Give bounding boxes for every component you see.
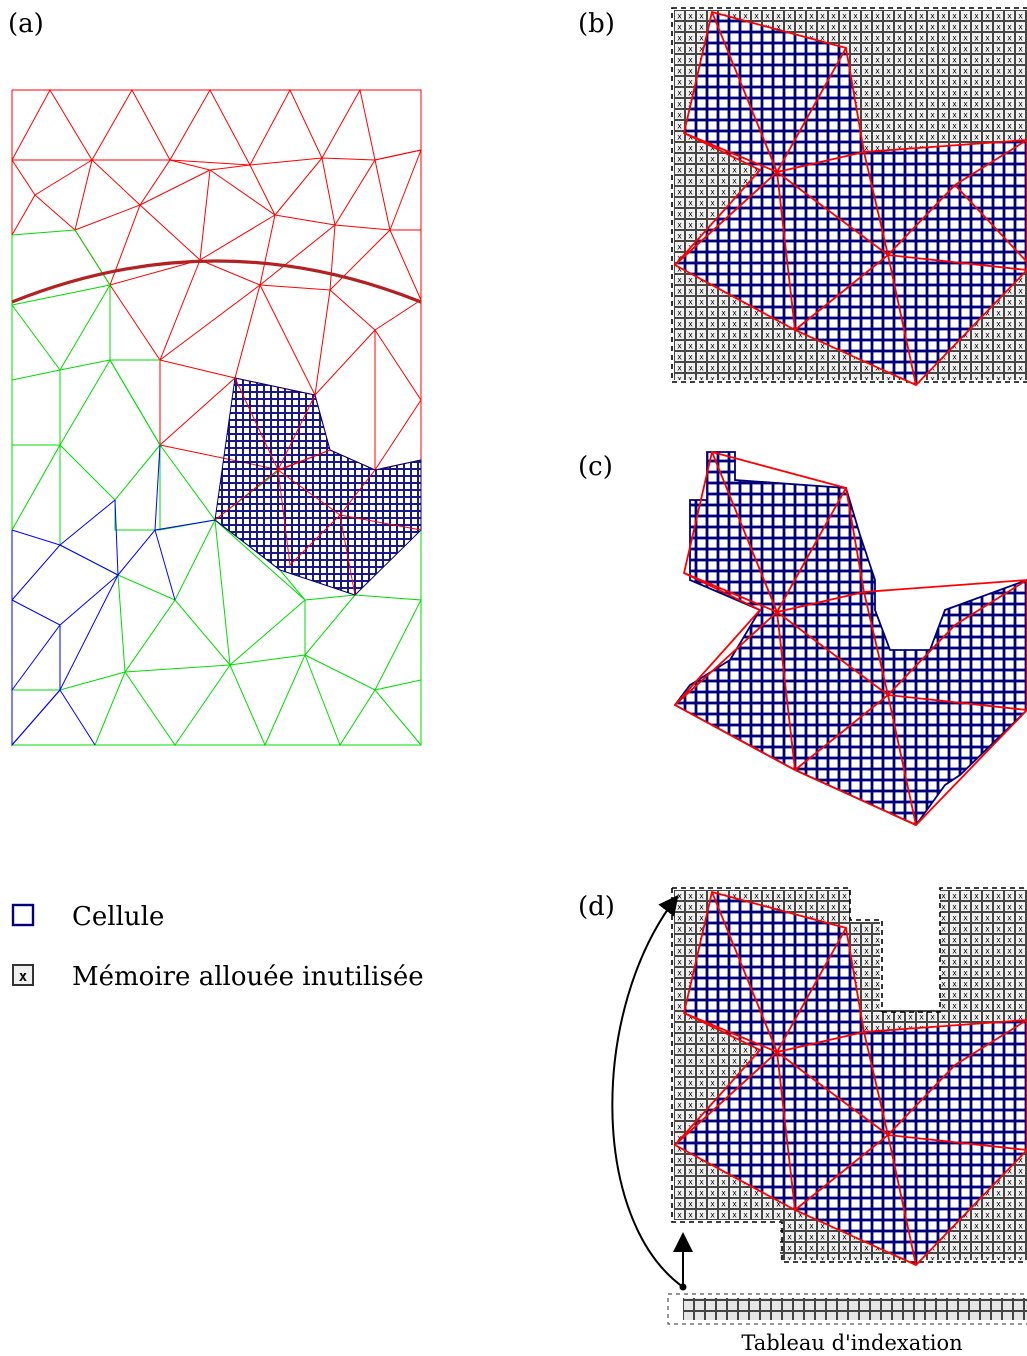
legend-cell-label: Cellule <box>72 902 164 932</box>
legend: Cellule x Mémoire allouée inutilisée <box>13 902 424 992</box>
index-table-caption: Tableau d'indexation <box>741 1331 962 1355</box>
panel-b-label: (b) <box>578 9 615 39</box>
panel-a-cell-patch <box>215 378 421 595</box>
panel-a-mesh <box>12 90 421 745</box>
panel-b-allocated-block <box>672 8 1027 385</box>
panel-c-cells-only <box>675 452 1027 825</box>
legend-unused-glyph: x <box>19 969 28 985</box>
panel-a-domain-border <box>12 90 421 745</box>
legend-cell-swatch <box>13 905 33 925</box>
index-pointer-long <box>612 898 683 1287</box>
panel-d-block-allocation <box>672 888 1027 1265</box>
panel-a-label: (a) <box>8 9 44 39</box>
panel-c-label: (c) <box>578 452 613 482</box>
legend-unused-label: Mémoire allouée inutilisée <box>72 962 424 992</box>
panel-d-label: (d) <box>578 892 615 922</box>
